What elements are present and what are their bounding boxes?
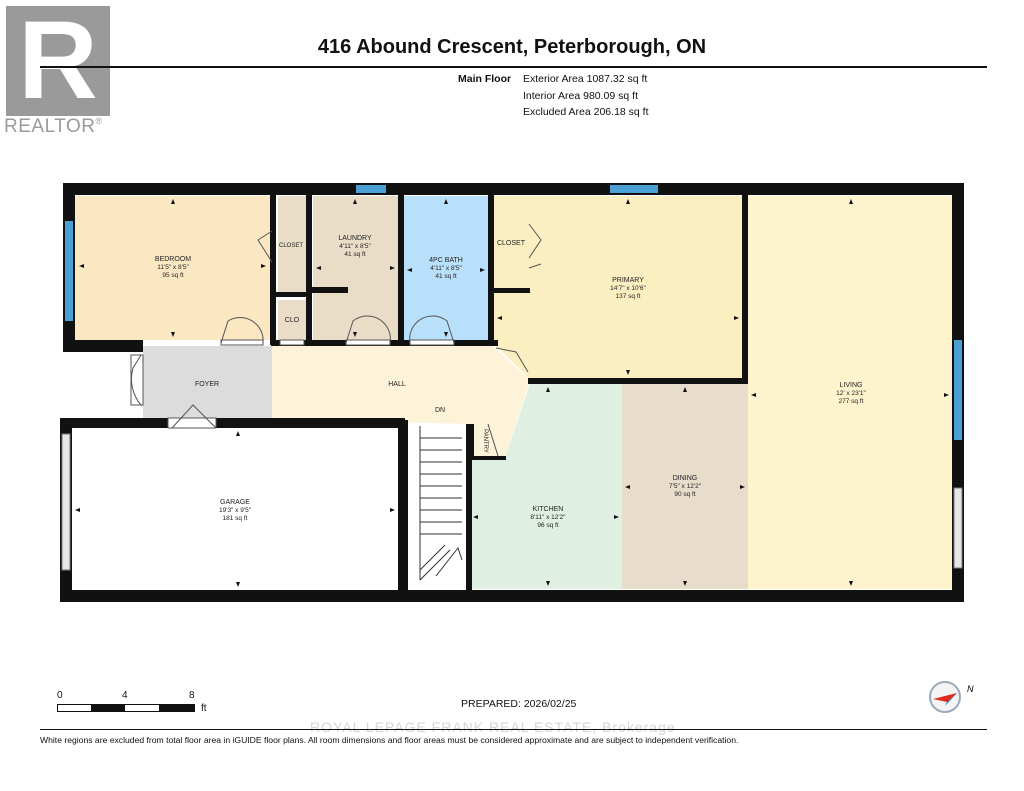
- stairs-area: [410, 426, 466, 586]
- disclaimer: White regions are excluded from total fl…: [40, 735, 739, 745]
- hall-label: HALL: [388, 381, 406, 388]
- garage-dims: 19'3" x 9'5": [219, 507, 252, 514]
- bath-label: 4PC BATH: [429, 257, 463, 264]
- laundry-area-text: 41 sq ft: [344, 251, 366, 258]
- scale-label-8: 8: [189, 690, 195, 701]
- scale-unit: ft: [201, 703, 207, 714]
- living-area-text: 277 sq ft: [839, 398, 864, 405]
- wordmark-text: REALTOR: [4, 116, 96, 137]
- kitchen-dims: 8'11" x 12'2": [530, 514, 566, 521]
- doors: [130, 223, 542, 457]
- garage-area-text: 181 sq ft: [223, 515, 248, 522]
- prepared-date: PREPARED: 2026/02/25: [461, 698, 577, 710]
- dining-area-text: 90 sq ft: [674, 491, 696, 498]
- dining-dims: 7'5" x 12'2": [669, 483, 702, 490]
- bedroom-dims: 11'5" x 8'5": [157, 264, 189, 271]
- garage-window: [61, 433, 71, 571]
- floor-label: Main Floor: [458, 73, 512, 85]
- bedroom-area-text: 95 sq ft: [162, 272, 184, 279]
- bath-dims: 4'11" x 8'5": [430, 265, 462, 272]
- primary-label: PRIMARY: [612, 277, 644, 284]
- north-compass-icon: N: [929, 681, 974, 713]
- living-label: LIVING: [840, 382, 863, 389]
- scale-label-4: 4: [122, 690, 128, 701]
- labels: BEDROOM 11'5" x 8'5" 95 sq ft CLOSET CLO…: [155, 235, 867, 529]
- clo-area: [278, 300, 307, 340]
- footer-divider: [40, 729, 987, 730]
- kitchen-label: KITCHEN: [533, 506, 564, 513]
- registered-mark: ®: [95, 116, 103, 126]
- compass-n: N: [967, 684, 974, 694]
- closet-2-label: CLOSET: [497, 240, 526, 247]
- room-fills: [75, 196, 952, 589]
- dn-label: DN: [435, 407, 445, 414]
- exterior-area: Exterior Area 1087.32 sq ft: [523, 73, 648, 85]
- logo-letter: R: [18, 6, 97, 116]
- excluded-area: Excluded Area 206.18 sq ft: [523, 106, 649, 118]
- garage-label: GARAGE: [220, 499, 250, 506]
- patio-door: [953, 487, 963, 569]
- primary-dims: 14'7" x 10'6": [610, 285, 646, 292]
- window-laundry: [356, 185, 386, 193]
- bedroom-label: BEDROOM: [155, 256, 191, 263]
- pantry-label: PANTRY: [482, 429, 488, 453]
- windows: [61, 185, 963, 571]
- primary-area: [494, 196, 742, 379]
- realtor-wordmark: REALTOR®: [4, 116, 103, 138]
- dining-area: [622, 383, 748, 589]
- hall-area: [272, 346, 530, 458]
- closet-area: [278, 196, 307, 292]
- page-title: 416 Abound Crescent, Peterborough, ON: [317, 36, 707, 58]
- window-primary: [610, 185, 658, 193]
- brokerage-watermark: ROYAL LEPAGE FRANK REAL ESTATE, Brokerag…: [310, 719, 676, 735]
- bath-area-text: 41 sq ft: [435, 273, 457, 280]
- bedroom-area: [75, 196, 271, 340]
- laundry-area: [313, 196, 398, 340]
- living-area: [748, 196, 952, 589]
- closet-label: CLOSET: [279, 243, 303, 249]
- stairs: [419, 426, 463, 581]
- window-bedroom: [65, 221, 73, 321]
- laundry-label: LAUNDRY: [338, 235, 372, 242]
- realtor-logo: R: [6, 6, 110, 116]
- laundry-dims: 4'11" x 8'5": [339, 243, 371, 250]
- title-divider: [40, 66, 987, 68]
- scale-bar: [57, 704, 195, 712]
- foyer-label: FOYER: [195, 381, 219, 388]
- living-dims: 12' x 23'1": [836, 390, 866, 397]
- kitchen-area: [470, 383, 622, 589]
- window-living: [954, 340, 962, 440]
- kitchen-area-text: 96 sq ft: [537, 522, 559, 529]
- clo-label: CLO: [285, 317, 300, 324]
- scale-label-0: 0: [57, 690, 63, 701]
- primary-area-text: 137 sq ft: [616, 293, 641, 300]
- foyer-area: [143, 346, 272, 419]
- interior-area: Interior Area 980.09 sq ft: [523, 90, 638, 102]
- dining-label: DINING: [673, 475, 698, 482]
- bath-area: [404, 196, 488, 340]
